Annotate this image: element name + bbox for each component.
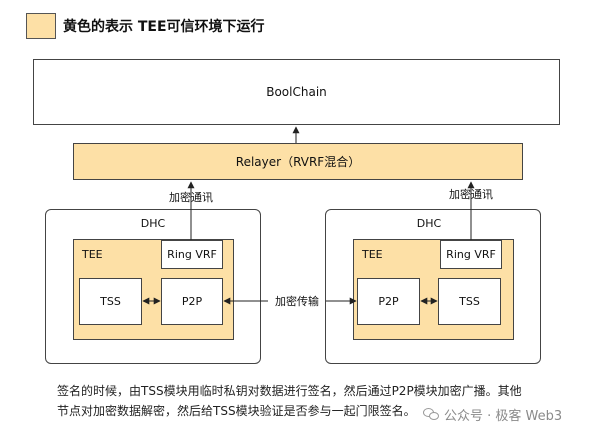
footnote-line-1: 签名的时候，由TSS模块用临时私钥对数据进行签名，然后通过P2P模块加密广播。其… <box>57 384 522 398</box>
footnote-line-2: 节点对加密数据解密，然后给TSS模块验证是否参与一起门限签名。 <box>57 404 416 418</box>
left-dhc-title: DHC <box>140 216 166 230</box>
relayer-label: Relayer（RVRF混合） <box>235 155 361 169</box>
left-p2p-label: P2P <box>181 295 203 308</box>
left-ring-vrf-box: Ring VRF <box>161 240 223 269</box>
watermark-text: 公众号 · 极客 Web3 <box>444 408 563 424</box>
boolchain-label: BoolChain <box>266 85 327 99</box>
right-tss-box: TSS <box>438 278 501 325</box>
watermark: 公众号 · 极客 Web3 <box>423 404 593 424</box>
legend-swatch <box>26 13 56 39</box>
right-tss-label: TSS <box>459 295 480 308</box>
middle-link-label: 加密传输 <box>275 295 319 308</box>
right-ring-vrf-label: Ring VRF <box>446 248 496 261</box>
left-tss-label: TSS <box>100 295 121 308</box>
wechat-icon <box>423 407 439 421</box>
footnote: 签名的时候，由TSS模块用临时私钥对数据进行签名，然后通过P2P模块加密广播。其… <box>57 381 597 423</box>
legend-title: 黄色的表示 TEE可信环境下运行 <box>63 19 265 35</box>
left-p2p-box: P2P <box>161 278 223 325</box>
left-tss-box: TSS <box>79 278 142 325</box>
relayer-box: Relayer（RVRF混合） <box>73 143 523 180</box>
left-ring-vrf-label: Ring VRF <box>167 248 217 261</box>
right-tee-label: TEE <box>362 248 383 261</box>
right-p2p-label: P2P <box>378 295 399 308</box>
right-p2p-box: P2P <box>357 278 420 325</box>
boolchain-box: BoolChain <box>33 59 560 125</box>
right-ring-vrf-box: Ring VRF <box>440 240 502 269</box>
right-dhc-title: DHC <box>416 216 442 230</box>
left-tee-label: TEE <box>82 248 103 261</box>
